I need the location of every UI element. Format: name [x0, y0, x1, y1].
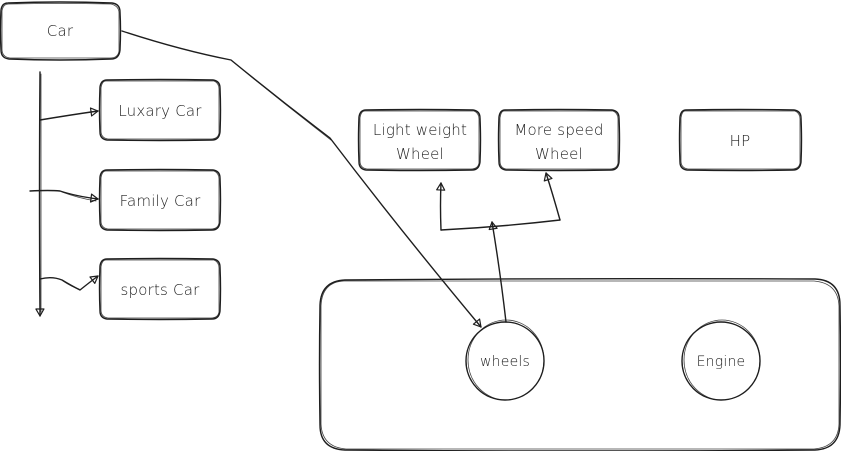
node-hp-label: HP	[730, 132, 751, 150]
node-engine-label: Engine	[697, 354, 746, 370]
node-more-speed-wheel[interactable]: More speed Wheel	[497, 108, 621, 172]
node-sports-car[interactable]: sports Car	[98, 257, 222, 321]
node-light-weight-wheel[interactable]: Light weight Wheel	[357, 108, 482, 172]
node-car-components-container[interactable]	[318, 277, 841, 451]
node-luxary-car[interactable]: Luxary Car	[98, 78, 222, 142]
node-family-car-label: Family Car	[120, 192, 202, 210]
node-engine[interactable]: Engine	[681, 319, 761, 401]
node-more-speed-wheel-label-line2: Wheel	[535, 145, 583, 163]
edge-trunk-sports-car	[39, 275, 99, 291]
node-family-car[interactable]: Family Car	[98, 168, 222, 232]
node-hp[interactable]: HP	[678, 108, 803, 172]
node-wheels[interactable]: wheels	[465, 319, 545, 401]
edge-wheels-branch	[488, 221, 507, 323]
edge-trunk-family-car	[29, 189, 99, 203]
node-light-weight-wheel-label-line1: Light weight	[373, 121, 467, 139]
edge-branch-more-speed-wheel	[543, 172, 561, 221]
node-car-label: Car	[47, 22, 74, 40]
edge-car-wheels	[121, 30, 482, 328]
edge-car-trunk	[35, 71, 45, 317]
node-light-weight-wheel-label-line2: Wheel	[396, 145, 444, 163]
edge-trunk-luxary-car	[39, 107, 99, 121]
node-luxary-car-label: Luxary Car	[118, 102, 202, 120]
edge-branch-light-weight-wheel	[436, 182, 561, 231]
node-sports-car-label: sports Car	[121, 281, 201, 299]
node-wheels-label: wheels	[480, 354, 530, 370]
node-more-speed-wheel-label-line1: More speed	[514, 121, 603, 139]
node-car[interactable]: Car	[0, 1, 122, 61]
